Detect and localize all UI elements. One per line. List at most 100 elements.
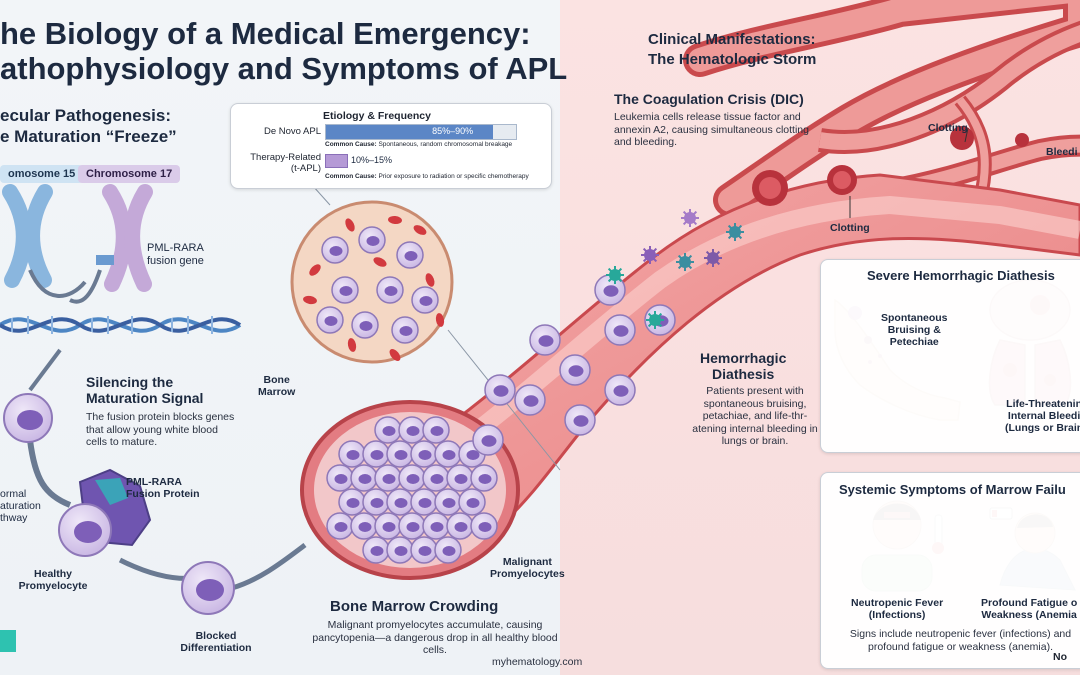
marrow-cell <box>351 311 379 339</box>
hemorrhagic-body: Patients present with spontaneous bruisi… <box>692 385 818 447</box>
marrow-cell <box>358 226 386 254</box>
red-blood-cell <box>413 225 427 235</box>
etiology-title: Etiology & Frequency <box>323 110 431 122</box>
section-title-line-2: e Maturation “Freeze” <box>0 127 177 146</box>
dic-title: The Coagulation Crisis (DIC) <box>614 91 804 107</box>
page-title-line-2: athophysiology and Symptoms of APL <box>0 51 568 86</box>
pathogen-icon <box>726 223 744 241</box>
crowded-promyelocyte <box>326 512 354 540</box>
marrow-cell <box>391 316 419 344</box>
pathogens <box>606 209 744 329</box>
hemorrhagic-title: Hemorrhagic Diathesis <box>700 350 787 382</box>
internal-bleeding-label: Life-Threatenin Internal Bleedi (Lungs o… <box>1005 398 1080 434</box>
crowded-promyelocyte <box>338 440 366 468</box>
crowded-promyelocyte <box>338 488 366 516</box>
pathogen-icon <box>641 246 659 264</box>
clotting-label-1: Clotting <box>928 122 968 134</box>
chromosome-17-shape <box>96 184 153 292</box>
marrow-cell <box>316 306 344 334</box>
arrow-to-marrow <box>231 543 307 591</box>
young-cell <box>3 393 53 443</box>
vessel-promyelocyte <box>472 424 504 456</box>
crowded-promyelocyte <box>386 488 414 516</box>
arrow-down <box>28 348 62 392</box>
normal-pathway-arrow <box>27 439 72 508</box>
clots <box>752 126 1029 218</box>
crowded-promyelocyte <box>362 440 390 468</box>
brand-mark: No <box>1053 651 1067 663</box>
de-novo-cause: Common Cause: Spontaneous, random chromo… <box>325 141 512 148</box>
etiology-card: Etiology & Frequency De Novo APL 85%–90%… <box>230 103 552 189</box>
crowded-promyelocyte <box>362 488 390 516</box>
clotting-label-2: Clotting <box>830 222 870 234</box>
de-novo-label: De Novo APL <box>263 126 321 137</box>
bleeding-label: Bleedi <box>1046 146 1078 158</box>
blocked-arrow <box>118 557 196 581</box>
crowded-promyelocyte <box>398 416 426 444</box>
vessel-promyelocyte <box>514 384 546 416</box>
arrow-to-dna <box>28 269 87 298</box>
vessel-promyelocyte <box>604 374 636 406</box>
chromosome-15-shape <box>2 184 53 288</box>
crowded-promyelocytes <box>326 416 498 564</box>
crowded-promyelocyte <box>386 536 414 564</box>
marrow-cell <box>331 276 359 304</box>
red-blood-cell <box>303 295 317 305</box>
crowded-promyelocyte <box>446 464 474 492</box>
healthy-promyelocyte-label: Healthy Promyelocyte <box>18 568 88 592</box>
pathogen-icon <box>646 311 664 329</box>
crowded-promyelocyte <box>362 536 390 564</box>
crowded-promyelocyte <box>374 416 402 444</box>
vessel-promyelocyte <box>559 354 591 386</box>
crowded-promyelocyte <box>422 512 450 540</box>
bone-marrow-label: Bone Marrow <box>258 374 296 398</box>
crowded-promyelocyte <box>386 440 414 468</box>
crowded-promyelocyte <box>374 512 402 540</box>
malignant-promyelocytes-label: Malignant Promyelocytes <box>490 556 565 580</box>
crowded-promyelocyte <box>458 488 486 516</box>
vessel-promyelocyte <box>529 324 561 356</box>
crowded-promyelocyte <box>422 416 450 444</box>
systemic-card-title: Systemic Symptoms of Marrow Failu <box>839 482 1066 497</box>
therapy-value: 10%–15% <box>351 155 393 165</box>
pathogen-icon <box>606 266 624 284</box>
therapy-cause: Common Cause: Prior exposure to radiatio… <box>325 173 529 180</box>
severe-card-title: Severe Hemorrhagic Diathesis <box>867 268 1055 283</box>
corner-accent <box>0 630 16 652</box>
crowded-promyelocyte <box>398 512 426 540</box>
chromosome-15-label: omosome 15 <box>0 165 84 183</box>
de-novo-cause-text: Spontaneous, random chromosomal breakage <box>378 141 513 148</box>
crowded-promyelocyte <box>470 512 498 540</box>
crowded-promyelocyte <box>398 464 426 492</box>
crowded-promyelocyte <box>410 440 438 468</box>
chromosome-17-label: Chromosome 17 <box>78 165 181 183</box>
crowding-title: Bone Marrow Crowding <box>330 598 499 615</box>
vessel-promyelocytes <box>472 274 676 456</box>
page-title-line-1: he Biology of a Medical Emergency: <box>0 16 531 51</box>
blocked-differentiation-label: Blocked Differentiation <box>180 630 252 654</box>
crowding-body: Malignant promyelocytes accumulate, caus… <box>312 619 558 656</box>
fusion-protein-label: PML-RARA Fusion Protein <box>126 476 200 500</box>
crowded-promyelocyte <box>434 488 462 516</box>
fever-label: Neutropenic Fever (Infections) <box>851 597 944 621</box>
red-blood-cell <box>309 264 321 276</box>
de-novo-cause-label: Common Cause: <box>325 141 377 148</box>
dic-body: Leukemia cells release tissue factor and… <box>614 111 809 148</box>
de-novo-bar: 85%–90% <box>326 125 494 139</box>
red-blood-cell <box>347 338 357 352</box>
red-blood-cell <box>389 349 401 361</box>
red-blood-cell <box>425 273 435 287</box>
de-novo-value: 85%–90% <box>432 126 474 136</box>
normal-pathway-label: ormal aturation thway <box>0 488 41 524</box>
section-title-line-1: ecular Pathogenesis: <box>0 106 172 125</box>
crowded-promyelocyte <box>434 440 462 468</box>
pathogen-icon <box>681 209 699 227</box>
red-blood-cell <box>373 257 387 267</box>
fatigue-label: Profound Fatigue o Weakness (Anemia <box>981 597 1078 621</box>
marrow-cell <box>411 286 439 314</box>
crowded-promyelocyte <box>422 464 450 492</box>
marrow-cell <box>396 241 424 269</box>
red-blood-cell <box>345 218 355 232</box>
pathogen-icon <box>676 253 694 271</box>
